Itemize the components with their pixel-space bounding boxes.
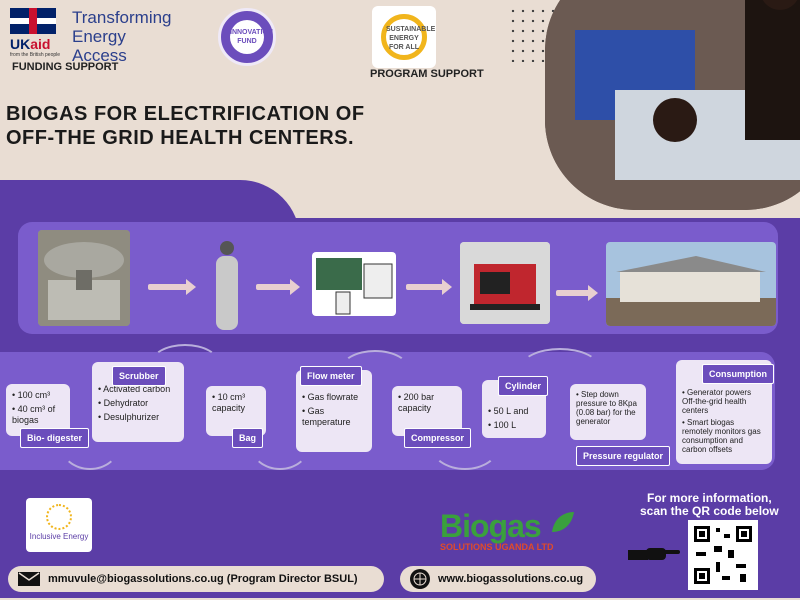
health-center-building-photo — [606, 242, 776, 326]
qr-code-icon[interactable] — [688, 520, 758, 590]
bag-box: • 10 cm³ capacity — [206, 386, 266, 436]
arrow-1 — [148, 279, 196, 295]
arrow-4 — [556, 285, 598, 301]
cylinder-item: • 100 L — [488, 420, 517, 430]
ukaid-logo: UKaid from the British people — [10, 8, 70, 58]
envelope-icon — [18, 572, 40, 586]
connector-curve — [250, 420, 310, 470]
connector-curve — [150, 344, 220, 384]
biodigester-item: • 40 cm³ of biogas — [12, 404, 56, 425]
connector-curve — [430, 420, 500, 470]
connector-curve — [340, 350, 410, 390]
globe-icon — [410, 569, 430, 589]
generator-photo — [460, 242, 550, 324]
innovation-fund-logo: INNOVATION FUND — [218, 8, 276, 66]
program-support-label: PROGRAM SUPPORT — [370, 68, 484, 80]
scrubber-item: • Desulphurizer — [98, 412, 160, 422]
sparkle-icon — [46, 504, 72, 530]
cylinder-photo — [210, 238, 244, 332]
bag-item: • 10 cm³ capacity — [212, 392, 246, 413]
consumption-item: • Generator powers Off-the-grid health c… — [682, 388, 752, 415]
biogas-solutions-subtitle: SOLUTIONS UGANDA LTD — [440, 542, 554, 552]
flowmeter-item: • Gas temperature — [302, 406, 351, 427]
regulator-box: • Step down pressure to 8Kpa (0.08 bar) … — [570, 384, 646, 440]
arrow-3 — [406, 279, 452, 295]
website-text: www.biogassolutions.co.ug — [438, 573, 584, 585]
consumption-item: • Smart biogas remotely monitors gas con… — [682, 418, 761, 454]
funding-support-label: FUNDING SUPPORT — [12, 61, 119, 73]
arrow-2 — [256, 279, 300, 295]
scrubber-item: • Dehydrator — [98, 398, 149, 408]
flowmeter-item: • Gas flowrate — [302, 392, 359, 402]
tea-logo: Transforming Energy Access — [72, 8, 172, 65]
compressor-item: • 200 bar capacity — [398, 392, 435, 413]
website-contact[interactable]: www.biogassolutions.co.ug — [400, 566, 596, 592]
regulator-label: Pressure regulator — [576, 446, 671, 466]
leaf-icon — [550, 510, 576, 534]
pointing-hand-icon — [628, 544, 680, 564]
more-info-text: For more information,scan the QR code be… — [640, 491, 779, 518]
biogas-solutions-logo: Biogas — [440, 508, 542, 544]
biodigester-item: • 100 cm³ — [12, 390, 51, 400]
uk-flag-icon — [10, 8, 56, 34]
email-contact[interactable]: mmuvule@biogassolutions.co.ug (Program D… — [8, 566, 384, 592]
cylinder-item: • 50 L and — [488, 406, 529, 416]
email-text: mmuvule@biogassolutions.co.ug (Program D… — [48, 573, 358, 585]
connector-curve — [60, 420, 120, 470]
regulator-item: • Step down pressure to 8Kpa (0.08 bar) … — [576, 390, 637, 426]
page-title: BIOGAS FOR ELECTRIFICATION OF OFF-THE GR… — [6, 103, 365, 149]
monitoring-dashboard-photo — [312, 252, 396, 316]
biodigester-box: • 100 cm³ • 40 cm³ of biogas — [6, 384, 70, 436]
scrubber-item: • Activated carbon — [98, 384, 171, 394]
health-center-photo — [545, 0, 800, 210]
connector-curve — [520, 348, 600, 388]
consumption-label: Consumption — [702, 364, 774, 384]
photo-image — [545, 0, 800, 210]
biodigester-photo — [38, 230, 130, 326]
